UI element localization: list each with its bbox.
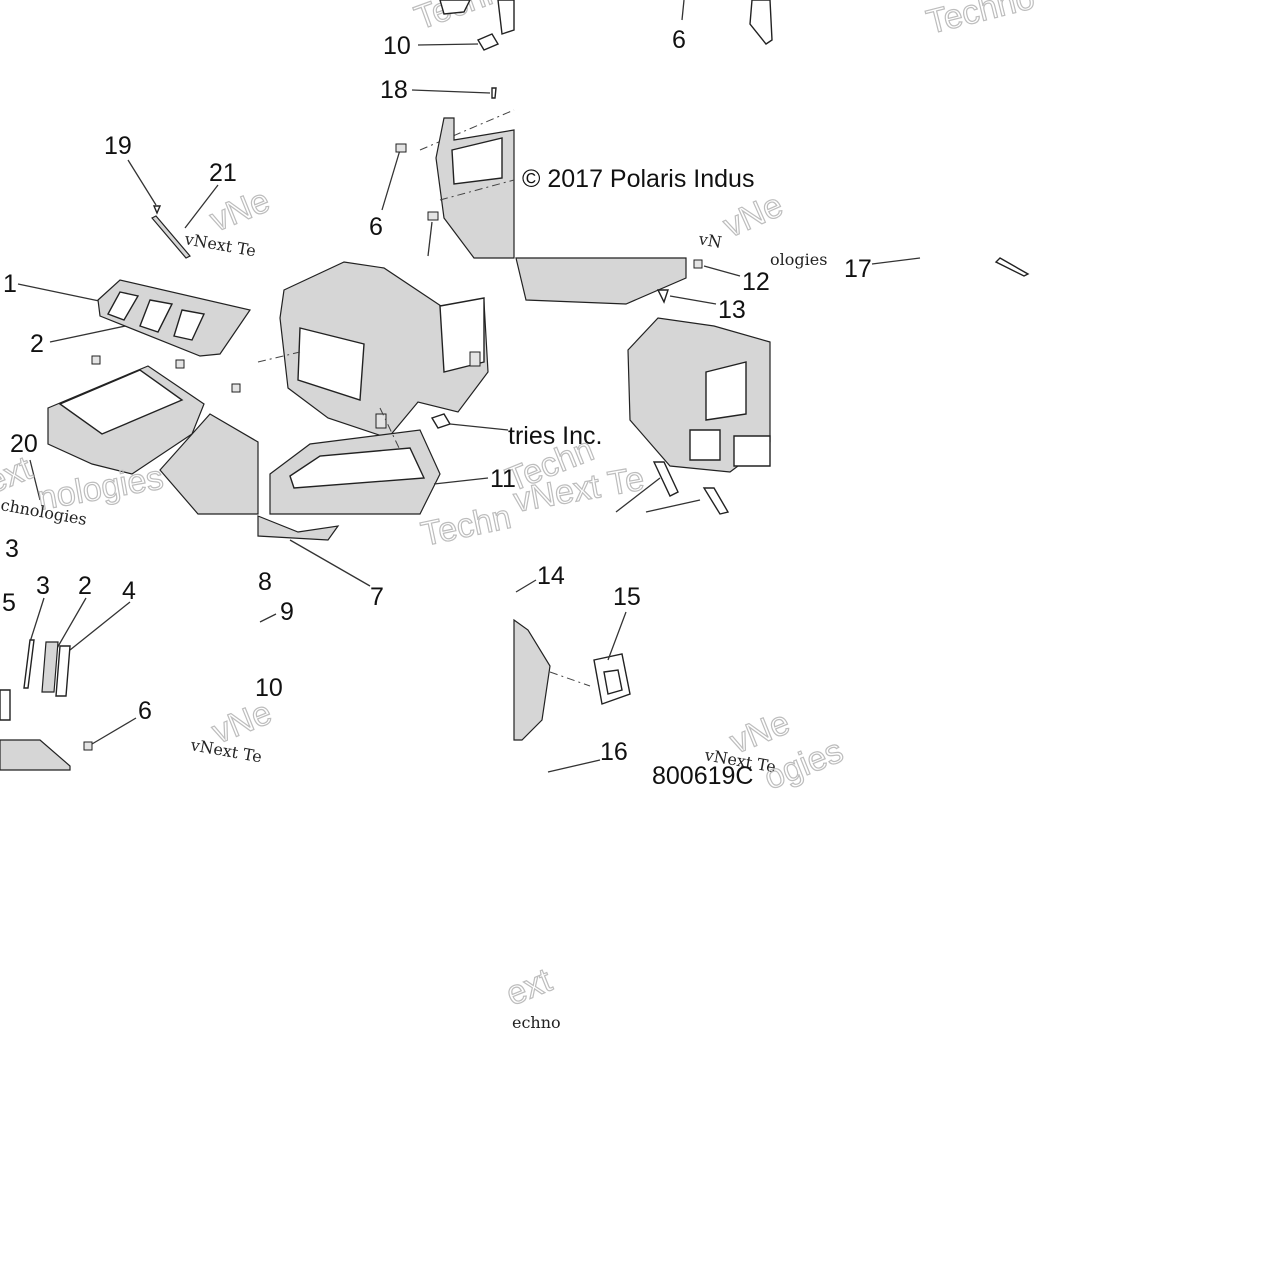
watermark-big-9: vNe	[207, 694, 277, 752]
clip-10b-part	[430, 413, 452, 429]
air-box-opening	[705, 361, 747, 421]
clip-10	[476, 33, 500, 51]
leader-17	[871, 257, 921, 265]
callout-3a: 3	[5, 535, 19, 563]
screw-6b	[395, 143, 407, 153]
strip-4	[55, 645, 71, 697]
leader-13	[669, 295, 717, 305]
leader-2a	[49, 324, 131, 343]
callout-8: 8	[258, 568, 272, 596]
leader-12	[703, 265, 741, 277]
leader-10a	[417, 43, 479, 46]
callout-6c: 6	[138, 697, 152, 725]
callout-14: 14	[537, 562, 565, 590]
callout-1: 1	[3, 270, 17, 298]
copyright-text-2: tries Inc.	[508, 422, 602, 450]
callout-15: 15	[613, 583, 641, 611]
strip-2	[41, 641, 59, 693]
grille-top-right	[515, 257, 687, 305]
callout-21: 21	[209, 159, 237, 187]
tile-middle-left: ext nologies chnologies	[0, 279, 259, 529]
dash-housing	[279, 261, 489, 439]
callout-6b: 6	[369, 213, 383, 241]
callout-17: 17	[844, 255, 872, 283]
callout-18: 18	[380, 76, 408, 104]
clip-13	[656, 289, 669, 304]
leader-6b	[381, 149, 401, 211]
callout-19: 19	[104, 132, 132, 160]
leader-14	[515, 579, 537, 593]
tile-top-left: vNext Te vNe	[127, 159, 276, 260]
screw-6c	[83, 741, 93, 751]
callout-11: 11	[490, 465, 516, 493]
watermark-small-2: vN	[696, 229, 723, 252]
diagram-code: 800619C	[652, 762, 753, 790]
leader-4	[69, 601, 131, 651]
callout-3b: 3	[36, 572, 50, 600]
leader-18	[411, 89, 491, 94]
tile-center	[257, 261, 509, 515]
watermark-big-1: vNe	[205, 182, 275, 240]
callout-6a: 6	[672, 26, 686, 54]
screw-12	[693, 259, 703, 269]
callout-12: 12	[742, 268, 770, 296]
callout-2b: 2	[78, 572, 92, 600]
watermark-small-3: ologies	[770, 250, 827, 269]
leader-1	[17, 283, 105, 303]
fastener-left	[652, 461, 679, 497]
callout-16: 16	[600, 738, 628, 766]
callout-9: 9	[280, 598, 294, 626]
duct-14	[513, 618, 551, 741]
tile-middle-right: Techn vNext Te	[500, 257, 771, 520]
leader-7	[289, 539, 371, 587]
leader-15	[607, 611, 627, 661]
dash-display-opening	[297, 327, 365, 401]
callout-13: 13	[718, 296, 746, 324]
callout-10b: 10	[255, 674, 283, 702]
tile-top-middle: Techno	[381, 0, 526, 259]
leader-2b	[55, 597, 87, 651]
tile-far-right	[871, 257, 1030, 277]
fastener-right	[702, 487, 730, 515]
copyright-text: © 2017 Polaris Indus	[522, 165, 754, 193]
leader-16	[547, 759, 601, 773]
watermark-small-7: echno	[512, 1013, 561, 1032]
panel-bottom	[0, 739, 71, 771]
leader-6c	[91, 717, 137, 745]
watermark-big-10: Techn	[418, 498, 515, 554]
callout-10a: 10	[383, 32, 411, 60]
tile-bottom-middle: Techn	[257, 497, 515, 623]
trim-7	[257, 515, 340, 541]
callout-5: 5	[2, 589, 16, 617]
tile-bottom-left: vNext Te vNe	[0, 597, 278, 771]
rod-21	[151, 215, 191, 259]
tile-top-right	[681, 0, 773, 45]
strip-3	[23, 639, 35, 689]
callout-2a: 2	[30, 330, 44, 358]
callout-4: 4	[122, 577, 136, 605]
callout-20: 20	[10, 430, 38, 458]
screw-19	[152, 205, 162, 215]
leader-19	[127, 159, 157, 206]
callout-7: 7	[370, 583, 384, 611]
leader-20	[29, 459, 41, 501]
pin-18	[491, 87, 497, 99]
leader-9	[259, 613, 277, 623]
leader-3b	[29, 597, 45, 643]
leader-11	[433, 477, 489, 485]
leader-21	[184, 184, 219, 229]
leader-6a	[681, 0, 685, 21]
watermark-big-13: ext	[501, 961, 558, 1013]
